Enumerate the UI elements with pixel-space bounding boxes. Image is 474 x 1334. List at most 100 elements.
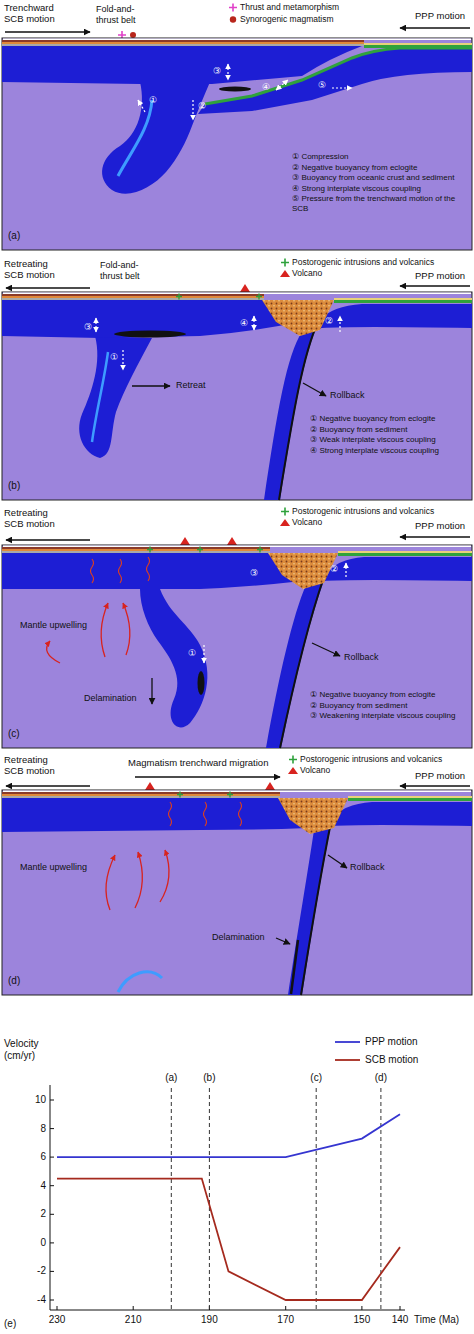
callout-number: ④	[240, 318, 248, 329]
process-label: Mantle upwelling	[20, 620, 87, 631]
header-arrows-c-part	[281, 508, 289, 516]
model-panel-b-part	[2, 292, 472, 500]
model-panel-b-part	[339, 316, 340, 332]
model-panel-d-part	[177, 792, 233, 798]
model-panel-b-part	[2, 300, 302, 338]
axis-title-box: Velocity (cm/yr)	[4, 1038, 54, 1062]
motion-label-box: PPP motion	[415, 770, 465, 781]
panel-label-box: (a)	[8, 230, 20, 242]
model-panel-d-part	[276, 938, 290, 944]
model-panel-b-part	[253, 316, 254, 330]
model-panel-d-part	[2, 794, 280, 796]
legend-text: Postorogenic intrusions and volcanics	[292, 506, 434, 516]
axis-title-box: Time (Ma)	[414, 1314, 459, 1326]
callout-number-box: ⑤	[318, 80, 326, 91]
header-arrows-b-part	[240, 284, 250, 292]
axis-tick-box: 4	[20, 1180, 46, 1192]
force-list-item-box: ② Negative buoyancy from eclogite	[292, 163, 472, 173]
model-panel-c-part	[280, 577, 324, 748]
callout-number-box: ①	[188, 648, 196, 659]
axis-tick: 140	[388, 1314, 412, 1326]
legend-text: PPP motion	[365, 1036, 418, 1048]
header-arrows-b-part	[280, 270, 290, 277]
model-panel-b-part	[95, 318, 96, 332]
model-panel-c-part	[268, 553, 338, 589]
panel-label-box: (c)	[8, 728, 20, 740]
event-marker-label-box: (d)	[371, 1072, 391, 1084]
legend-text: Synorogenic magmatism	[240, 14, 334, 24]
panel-label-box: (b)	[8, 480, 20, 492]
callout-number: ②	[198, 101, 206, 112]
process-label: Rollback	[344, 652, 379, 663]
axis-tick-box: 2	[20, 1208, 46, 1220]
model-panel-c-part	[147, 547, 263, 553]
motion-label: PPP motion	[415, 770, 465, 781]
header-arrows-a-part	[230, 16, 236, 22]
force-list-item: ④ Strong interplate viscous coupling	[310, 446, 470, 456]
model-panel-c-part	[91, 557, 150, 583]
axis-tick-box: -2	[20, 1265, 46, 1277]
model-panel-b-part	[303, 383, 326, 396]
model-panel-b-part	[334, 298, 472, 300]
force-list-item-box: ① Negative buoyancy from eclogite	[310, 690, 470, 700]
force-list-item-box: ③ Weakening interplate viscous coupling	[310, 711, 470, 721]
legend-entry: Volcano	[292, 517, 322, 527]
callout-number: ②	[325, 316, 333, 327]
model-panel-c-part	[123, 603, 130, 655]
force-list-item-box: ① Compression	[292, 152, 472, 162]
event-marker-label-box: (a)	[161, 1072, 181, 1084]
model-panel-b-part	[262, 300, 334, 336]
velocity-chart-part	[335, 1059, 360, 1061]
legend-entry: Postorogenic intrusions and volcanics	[292, 257, 434, 267]
event-marker-label-box: (c)	[306, 1072, 326, 1084]
model-panel-c-part	[312, 643, 340, 656]
model-panel-d-part	[106, 855, 115, 910]
model-panel-c-part	[2, 547, 270, 549]
structure-label: Fold-and-thrust belt	[100, 260, 150, 282]
model-panel-a-part	[102, 82, 210, 194]
model-panel-d-part	[3, 791, 471, 793]
motion-label-box: PPP motion	[415, 520, 465, 531]
model-panel-a-part	[2, 38, 472, 250]
axis-tick: 190	[197, 1314, 221, 1326]
panel-label-box: (e)	[4, 1318, 16, 1330]
motion-label-box: PPP motion	[415, 270, 465, 281]
model-panel-a-part	[192, 100, 193, 120]
process-label-box: Mantle upwelling	[20, 620, 87, 631]
model-panel-a-part	[198, 48, 472, 114]
model-panel-d-part	[160, 850, 169, 902]
model-panel-c-part	[2, 545, 472, 748]
model-panel-b-part	[114, 331, 186, 338]
model-panel-b-part	[132, 385, 170, 386]
force-list-item: ② Buoyancy from sediment	[310, 701, 470, 711]
model-panel-c-part	[203, 645, 204, 663]
legend-text: SCB motion	[365, 1054, 418, 1066]
callout-number-box: ③	[84, 322, 92, 333]
header-arrows-d-part	[288, 767, 298, 774]
header-arrows-c-part	[227, 537, 237, 545]
panel-label: (b)	[8, 480, 20, 492]
callout-number-box: ①	[110, 352, 118, 363]
model-panel-d	[2, 790, 472, 995]
process-label: Rollback	[350, 862, 385, 873]
axis-tick-box: 140	[388, 1314, 412, 1326]
callout-number: ④	[262, 82, 270, 93]
force-list-item: ⑤ Pressure from the trenchward motion of…	[292, 194, 472, 213]
axis-tick-box: -4	[20, 1294, 46, 1306]
model-panel-b-part	[92, 352, 108, 442]
model-panel-b-part	[334, 300, 472, 303]
event-marker-label: (c)	[306, 1072, 326, 1084]
model-panel-b	[2, 292, 472, 500]
model-panel-c	[2, 545, 472, 748]
header-arrows-c-part	[180, 537, 190, 545]
header-arrows-a-part	[130, 32, 136, 38]
callout-number: ①	[188, 648, 196, 659]
motion-label: Retreating SCB motion	[4, 754, 62, 777]
model-panel-a-part	[2, 40, 364, 42]
model-panel-a-part	[205, 48, 472, 104]
callout-number: ③	[84, 322, 92, 333]
axis-tick: 4	[20, 1180, 46, 1192]
header-arrows-b-part	[6, 287, 90, 288]
structure-label: Fold-and-thrust belt	[96, 4, 146, 26]
